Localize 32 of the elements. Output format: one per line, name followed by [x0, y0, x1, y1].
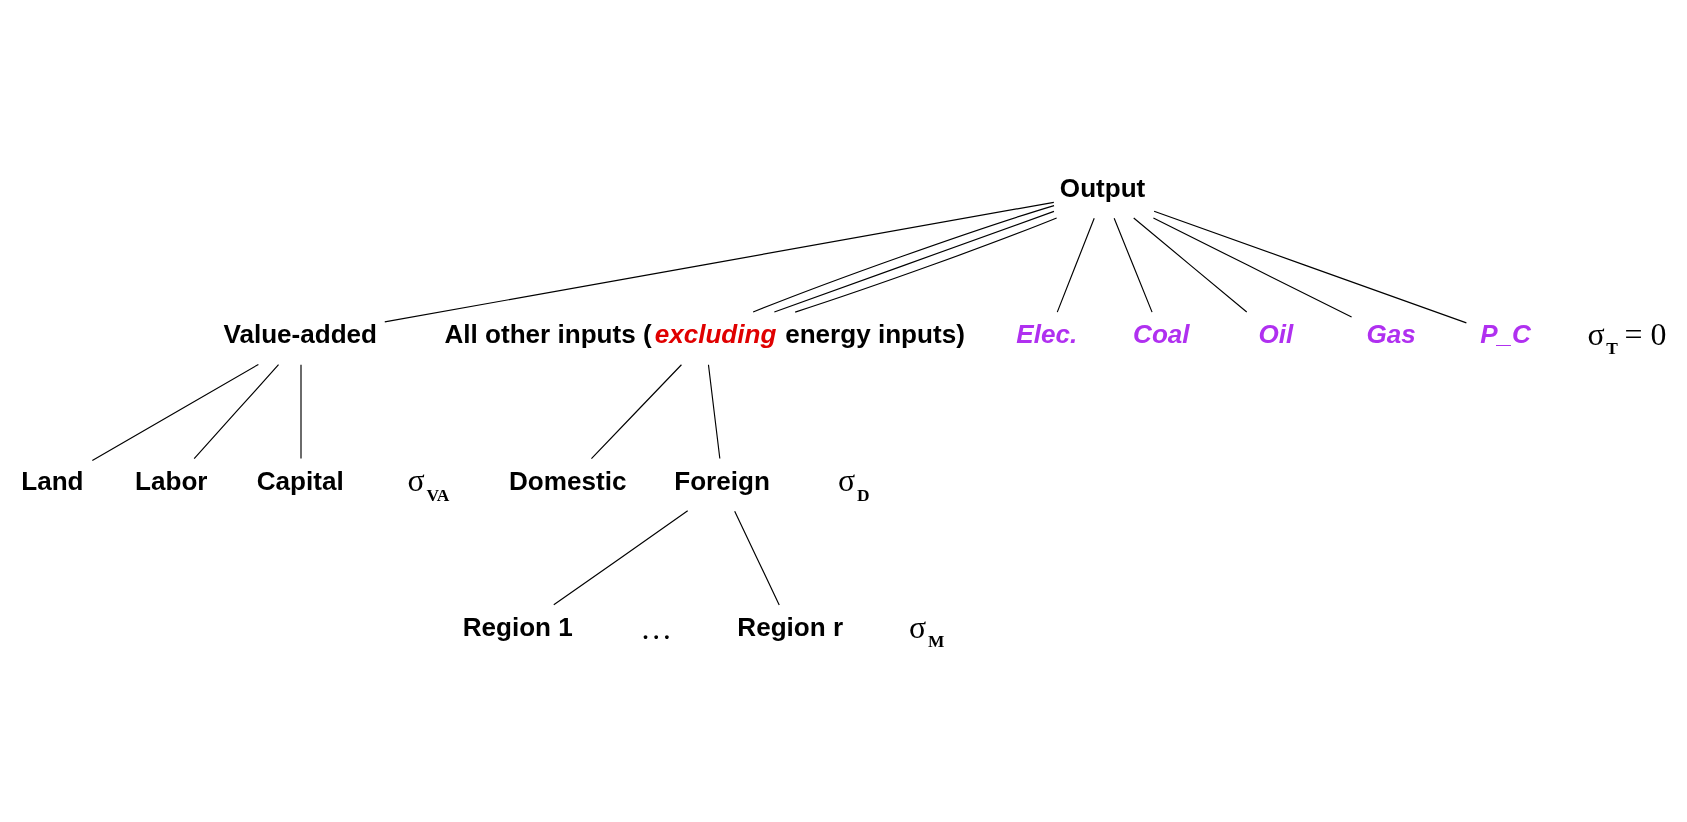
node-text: Output	[1059, 172, 1146, 203]
connector	[1152, 216, 1353, 318]
node-text: Region r	[737, 611, 844, 642]
node-text: Capital	[256, 465, 344, 496]
connector	[707, 363, 721, 459]
node-text: Domestic	[509, 465, 627, 496]
node-text: Land	[21, 465, 84, 496]
node-text: Labor	[135, 465, 208, 496]
connector	[1133, 216, 1248, 313]
node-text: Region 1	[462, 611, 573, 642]
connector	[91, 363, 259, 461]
node-text: P_C	[1480, 318, 1531, 349]
label: σ$_{VA}$	[407, 462, 450, 505]
node-text: All other inputs (excluding energy inputs)	[444, 318, 965, 349]
connector	[193, 363, 280, 459]
node-text: Gas	[1366, 318, 1416, 349]
node-text: Coal	[1133, 318, 1190, 349]
connector	[384, 201, 1055, 322]
connector	[1153, 210, 1467, 323]
connector	[734, 510, 780, 606]
connector	[590, 363, 683, 459]
connector	[1056, 217, 1095, 313]
node-text: Foreign	[674, 465, 770, 496]
label: σ$_{T}$ = 0	[1587, 316, 1667, 358]
connector	[553, 509, 689, 605]
label: σ$_{D}$	[838, 462, 870, 505]
node-text: Oil	[1258, 318, 1294, 349]
node-text: Elec.	[1016, 318, 1078, 349]
node-text: Value-added	[223, 318, 378, 349]
label: σ$_{M}$	[909, 609, 945, 651]
connector	[1113, 217, 1153, 313]
label: …	[640, 610, 673, 646]
